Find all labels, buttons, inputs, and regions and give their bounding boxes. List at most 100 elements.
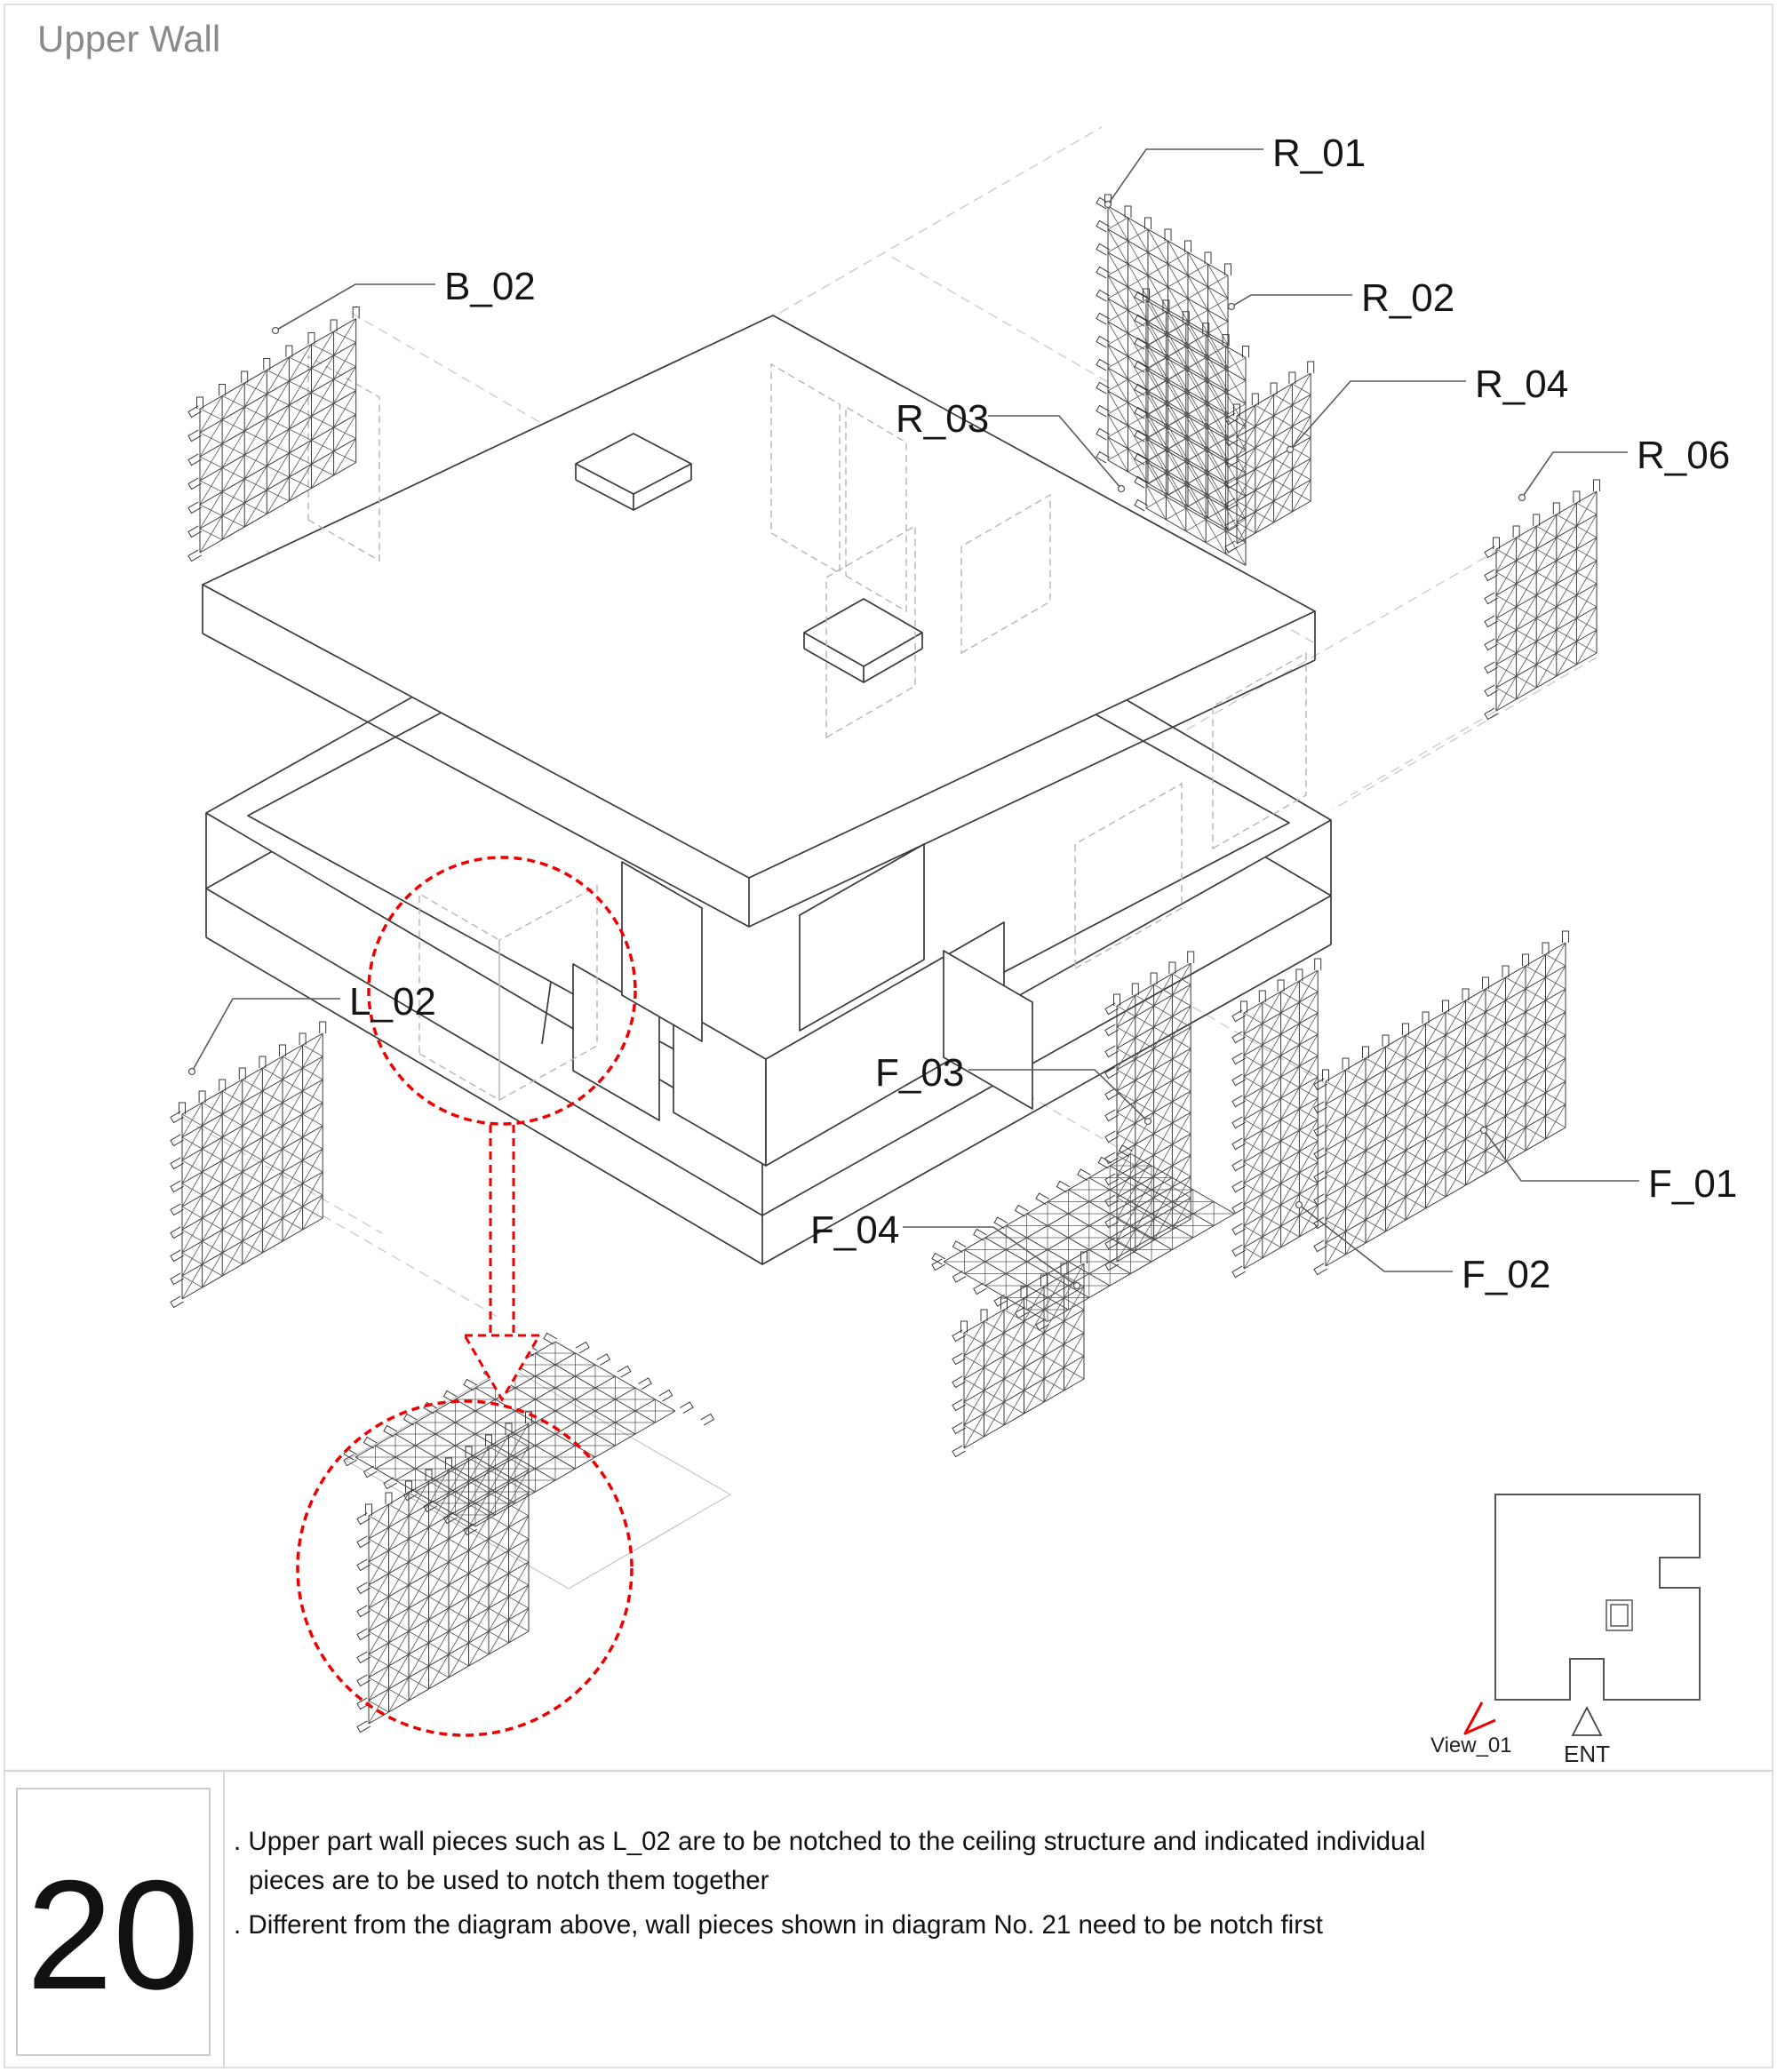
- tab: [219, 1079, 227, 1091]
- dashed-panels: [307, 355, 1307, 1590]
- tab: [1542, 942, 1550, 954]
- tab: [1134, 452, 1148, 466]
- tab: [1224, 540, 1239, 554]
- tab: [1533, 514, 1541, 526]
- weave-line: [262, 1079, 283, 1115]
- tab: [1104, 1109, 1119, 1122]
- tab: [1096, 358, 1111, 371]
- weave-line: [1116, 1229, 1136, 1263]
- tab: [442, 1390, 458, 1403]
- weave-line: [1425, 1150, 1446, 1186]
- grid-line: [984, 1237, 1090, 1298]
- weave-line: [1345, 1196, 1367, 1232]
- weave-line: [1185, 426, 1207, 440]
- weave-line: [468, 1630, 490, 1667]
- weave-line: [1147, 448, 1168, 461]
- weave-line: [428, 1515, 450, 1551]
- weave-line: [1207, 275, 1229, 288]
- weave-line: [1107, 425, 1128, 438]
- weave-line: [1225, 519, 1247, 531]
- weave-line: [1205, 484, 1226, 498]
- note-line-3: . Different from the diagram above, wall…: [234, 1910, 1323, 1940]
- tab: [1134, 360, 1148, 373]
- tab: [1231, 1244, 1246, 1257]
- weave-line: [1262, 1183, 1281, 1216]
- weave-line: [1225, 380, 1247, 393]
- panel-edge: [541, 981, 552, 1045]
- tab: [1080, 1251, 1088, 1263]
- tab: [1240, 1000, 1247, 1013]
- weave-line: [448, 1619, 469, 1655]
- tab: [960, 1320, 968, 1333]
- tab: [700, 1413, 715, 1426]
- weave-line: [1135, 1112, 1154, 1145]
- weave-line: [221, 382, 245, 420]
- tab: [1096, 427, 1111, 441]
- tab: [170, 1134, 184, 1147]
- lattice-B_02: [187, 307, 360, 562]
- weave-line: [468, 1584, 490, 1621]
- weave-line: [262, 1171, 283, 1207]
- grid-line: [181, 1125, 323, 1207]
- weave-line: [1243, 1151, 1263, 1184]
- weave-line: [408, 1642, 429, 1678]
- weave-line: [262, 1125, 283, 1161]
- tab: [952, 1240, 967, 1253]
- tab: [952, 1422, 967, 1435]
- weave-line: [199, 491, 223, 530]
- tab: [259, 1056, 267, 1068]
- weave-line: [1535, 606, 1558, 642]
- weave-line: [1116, 1037, 1136, 1071]
- tab: [1104, 1237, 1119, 1250]
- tab: [1104, 1173, 1119, 1186]
- weave-line: [1485, 1023, 1506, 1059]
- tab: [1258, 990, 1266, 1002]
- dashed-panel: [960, 493, 1051, 655]
- weave-line: [1345, 1127, 1367, 1163]
- label-R_02: R_02: [1361, 276, 1454, 320]
- plan-column-inner: [1610, 1604, 1629, 1627]
- tab: [356, 1512, 371, 1526]
- tab: [1593, 479, 1600, 491]
- tab: [1462, 988, 1470, 1000]
- tab: [1233, 403, 1240, 416]
- grid-line: [1495, 560, 1598, 619]
- weave-line: [202, 1136, 223, 1173]
- tab: [525, 1411, 532, 1423]
- tab: [1251, 393, 1259, 405]
- weave-line: [1172, 1069, 1191, 1103]
- weave-line: [1280, 980, 1300, 1014]
- tab: [993, 1295, 1008, 1307]
- weave-line: [181, 1148, 203, 1184]
- tab: [1104, 1194, 1119, 1207]
- weave-line: [448, 1457, 469, 1494]
- weave-line: [1262, 1161, 1281, 1195]
- lattice-F_04-wall: [952, 1251, 1088, 1458]
- weave-line: [311, 355, 334, 393]
- weave-line: [1166, 461, 1187, 474]
- weave-line: [1325, 1231, 1346, 1267]
- weave-line: [1299, 991, 1319, 1024]
- leader-R_01: [1107, 148, 1263, 205]
- tab: [1144, 217, 1151, 229]
- weave-line: [333, 318, 357, 356]
- weave-line: [1299, 1183, 1319, 1216]
- weave-line: [1576, 606, 1598, 642]
- tab: [1096, 381, 1111, 394]
- weave-line: [1128, 275, 1149, 288]
- tab: [1113, 993, 1120, 1006]
- tab: [363, 1436, 378, 1449]
- grid-line: [199, 318, 356, 410]
- tab: [1224, 434, 1239, 447]
- weave-line: [1167, 413, 1189, 426]
- weave-line: [1425, 1080, 1446, 1117]
- weave-line: [1525, 953, 1546, 990]
- weave-line: [1128, 228, 1149, 242]
- tab: [1242, 346, 1249, 358]
- weave-line: [1556, 594, 1577, 631]
- weave-line: [242, 1160, 263, 1196]
- weave-line: [333, 342, 357, 380]
- grid-line: [199, 366, 356, 458]
- leader-end-R_02: [1227, 302, 1236, 311]
